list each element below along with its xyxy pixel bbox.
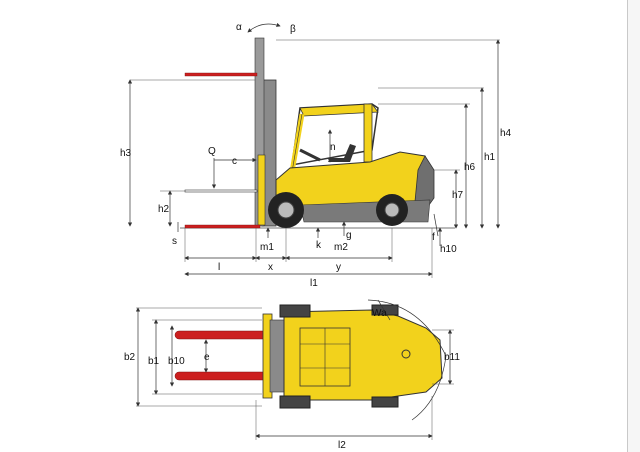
label-h10: h10 xyxy=(440,244,457,255)
label-c: c xyxy=(232,156,237,167)
top-body xyxy=(283,309,443,401)
label-Q: Q xyxy=(208,146,216,157)
side-view: α β h3 h2 s Q c n h4 h1 h6 h7 f h10 m1 k… xyxy=(120,22,512,289)
label-m1: m1 xyxy=(260,242,274,253)
label-b11: b11 xyxy=(444,352,460,363)
overhead-guard xyxy=(291,103,379,166)
label-beta: β xyxy=(290,24,296,35)
top-fork-upper xyxy=(174,330,268,340)
mid-fork xyxy=(184,189,258,193)
seat xyxy=(328,144,356,162)
label-b2: b2 xyxy=(124,352,136,363)
label-alpha: α xyxy=(236,22,242,33)
label-b1: b1 xyxy=(148,356,160,367)
label-y: y xyxy=(336,262,341,273)
label-f: f xyxy=(432,232,435,243)
label-h1: h1 xyxy=(484,152,496,163)
fork-carriage xyxy=(257,154,266,226)
label-h6: h6 xyxy=(464,162,476,173)
label-x: x xyxy=(268,262,273,273)
top-view: b2 b1 b10 e b11 Wa l2 xyxy=(124,299,460,451)
label-m2: m2 xyxy=(334,242,348,253)
raised-fork xyxy=(184,72,258,77)
label-h7: h7 xyxy=(452,190,464,201)
label-Wa: Wa xyxy=(372,308,387,319)
label-h4: h4 xyxy=(500,128,512,139)
label-l1: l1 xyxy=(310,278,318,289)
rear-pillar xyxy=(363,103,373,163)
label-l2: l2 xyxy=(338,440,346,451)
steering-wheel xyxy=(299,148,321,162)
label-g: g xyxy=(346,230,352,241)
label-h2: h2 xyxy=(158,204,170,215)
lowered-fork xyxy=(184,224,261,229)
right-edge-panel xyxy=(627,0,640,452)
guard-roof xyxy=(299,103,379,117)
label-e: e xyxy=(204,352,210,363)
label-l: l xyxy=(218,262,220,273)
top-fork-lower xyxy=(174,371,268,381)
label-b10: b10 xyxy=(168,356,185,367)
label-n: n xyxy=(330,142,336,153)
label-h3: h3 xyxy=(120,148,132,159)
label-s: s xyxy=(172,236,177,247)
label-k: k xyxy=(316,240,322,251)
